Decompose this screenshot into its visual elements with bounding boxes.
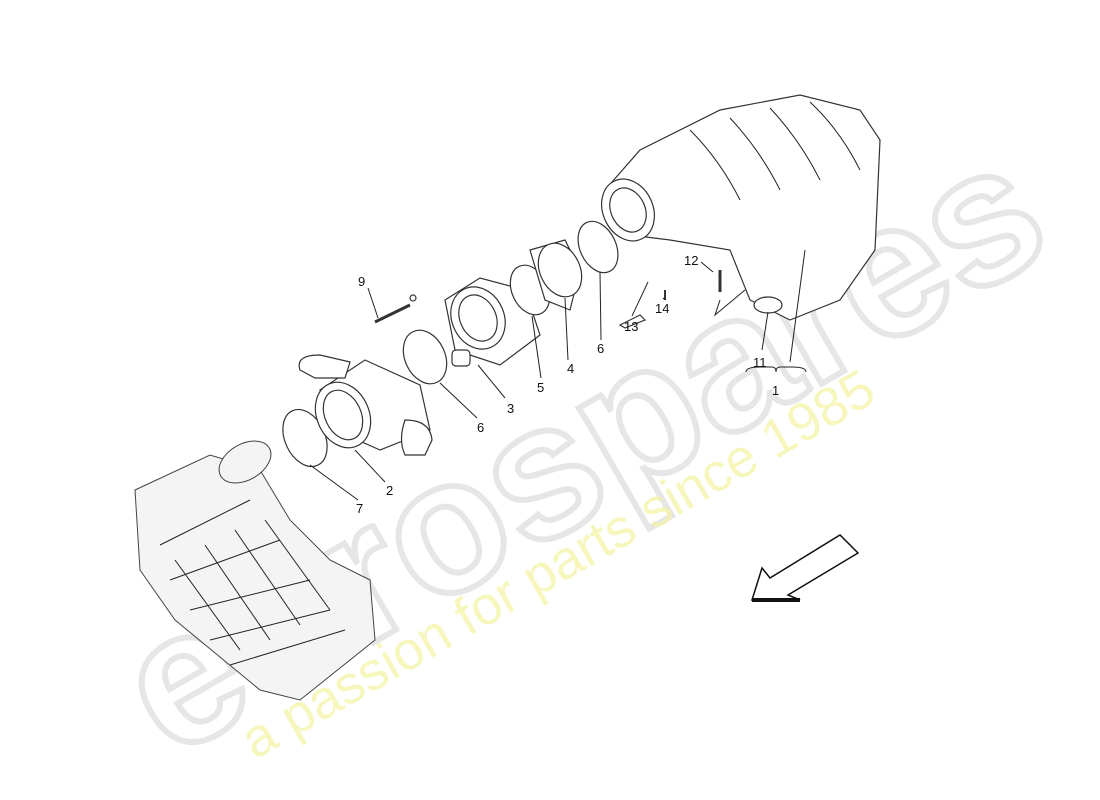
callout-3: 3 [507, 401, 514, 416]
adapter-4 [529, 239, 583, 311]
callout-4: 4 [567, 361, 574, 376]
bolt-9 [374, 294, 417, 324]
callout-1: 1 [772, 383, 779, 398]
hose-clamp-6 [402, 329, 448, 385]
callout-5: 5 [537, 380, 544, 395]
callout-11: 11 [753, 355, 767, 370]
callout-14: 14 [655, 301, 669, 316]
callout-6b: 6 [597, 341, 604, 356]
air-filter-box [134, 440, 376, 701]
arrow-down-left-icon [750, 534, 860, 602]
callout-6: 6 [477, 420, 484, 435]
hose-clamp-6b [577, 220, 619, 274]
callout-7: 7 [356, 501, 363, 516]
intake-manifold-1 [601, 94, 881, 321]
callout-9: 9 [358, 274, 365, 289]
callout-13: 13 [624, 319, 638, 334]
clip-13 [618, 314, 647, 329]
callout-12: 12 [684, 253, 698, 268]
intake-duct-2 [298, 354, 433, 456]
callout-2: 2 [386, 483, 393, 498]
leader-lines [309, 249, 807, 501]
